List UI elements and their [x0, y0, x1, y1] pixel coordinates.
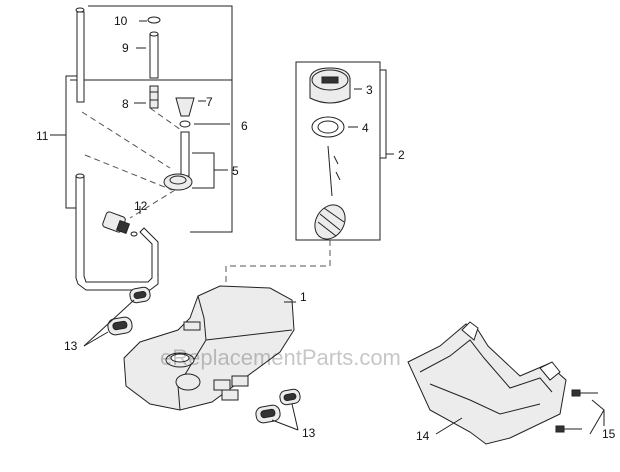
fuel-strainer: [314, 145, 346, 240]
callout-11: 11: [36, 129, 49, 143]
part-11-fuel-line-lower: [75, 173, 159, 291]
part-10-o-ring: [75, 7, 161, 24]
callout-13-right: 13: [302, 426, 316, 440]
part-3-fuel-cap: [309, 67, 362, 104]
part-8-fitting: [134, 85, 159, 109]
callout-10: 10: [114, 14, 128, 28]
part-14-tank-mount: [407, 321, 567, 445]
lead-lines-upper: [81, 107, 182, 219]
part-6-o-ring: [179, 120, 230, 128]
part-4-cap-gasket: [311, 116, 358, 138]
callout-9: 9: [122, 41, 129, 55]
part-5-grommet: [163, 131, 228, 191]
fuel-line-bracket: [70, 5, 233, 233]
callout-1: 1: [300, 290, 307, 304]
callout-14: 14: [416, 429, 430, 443]
fuel-cap-box: [295, 61, 394, 241]
callout-2: 2: [398, 148, 405, 162]
callout-7: 7: [206, 95, 213, 109]
callout-13-left: 13: [64, 339, 78, 353]
callout-4: 4: [362, 121, 369, 135]
part-12-fuel-filter: [102, 206, 141, 237]
watermark-text: eReplacementParts.com: [160, 345, 401, 370]
callout-12: 12: [134, 199, 148, 213]
part-7-check-valve: [175, 97, 206, 117]
callout-5: 5: [232, 164, 239, 178]
callout-15: 15: [602, 427, 616, 441]
part-11-fuel-line-upper: [76, 11, 85, 103]
part-15-screws: [555, 389, 605, 435]
part-9-fuel-tube: [136, 31, 159, 79]
lead-line-cap: [225, 240, 331, 284]
bracket-11: [50, 75, 78, 209]
callout-8: 8: [122, 97, 129, 111]
callout-labels: 10 9 8 7 6 5 11 12 3 4 2 1 13 13 14 15: [36, 14, 616, 443]
callout-3: 3: [366, 83, 373, 97]
callout-6: 6: [241, 119, 248, 133]
part-1-fuel-tank: [123, 285, 296, 411]
part-13-grommets-right: [255, 388, 301, 431]
part-13-grommets-left: [83, 286, 151, 347]
